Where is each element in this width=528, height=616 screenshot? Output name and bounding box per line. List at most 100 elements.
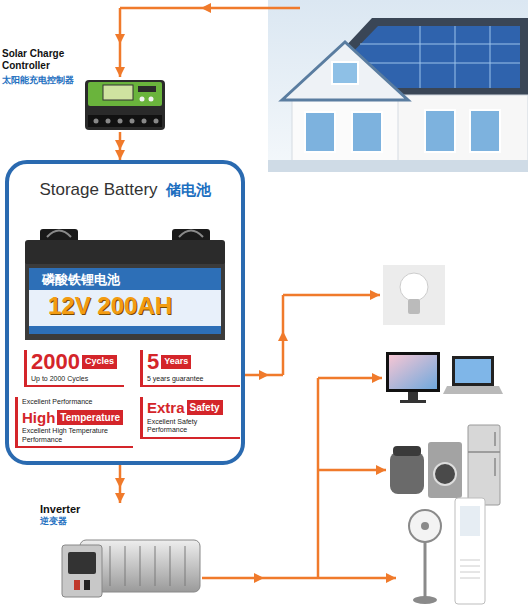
controller-picture — [142, 119, 147, 124]
panel-title-cn: 储电池 — [166, 181, 211, 200]
device-label-cn: 逆变器 — [40, 516, 206, 528]
wire — [317, 378, 320, 578]
bulb-picture — [383, 265, 445, 325]
battery-picture — [29, 268, 221, 290]
fan-ac-picture — [460, 506, 480, 536]
badge-caption: Excellent Performance — [22, 398, 130, 406]
inverter-picture — [74, 580, 80, 590]
battery-picture — [25, 240, 225, 266]
house-picture — [470, 110, 500, 152]
kitchen-picture — [468, 432, 500, 476]
badge-figure: 2000 — [31, 351, 80, 373]
flow-arrow — [119, 132, 122, 160]
tv-laptop-picture — [443, 386, 503, 394]
tv-laptop-picture — [455, 359, 491, 383]
house-picture — [305, 112, 335, 152]
controller-picture — [149, 97, 154, 102]
inverter: Inverter逆变器 — [36, 503, 206, 603]
battery-picture — [25, 229, 225, 340]
fan-ac-picture — [413, 596, 437, 604]
battery-picture — [29, 290, 221, 326]
kitchen-picture — [468, 425, 500, 505]
controller-picture — [85, 80, 165, 130]
controller-picture — [88, 82, 162, 106]
badge-figure: 5 — [147, 351, 159, 373]
fan-ac-picture — [424, 542, 427, 598]
wire — [202, 577, 318, 580]
house-picture — [425, 110, 455, 152]
badge-figure: High — [22, 410, 55, 425]
house-picture — [292, 100, 398, 170]
controller-picture — [118, 119, 123, 124]
inverter-picture — [62, 540, 200, 597]
badge-tag: Years — [161, 355, 191, 369]
tv-laptop-picture — [386, 352, 440, 392]
fan-ac-picture — [460, 560, 480, 578]
house-picture — [332, 62, 358, 84]
controller-picture — [138, 86, 156, 92]
wire — [318, 577, 396, 580]
wire — [119, 8, 122, 77]
house-picture — [268, 0, 528, 172]
inverter-picture — [110, 546, 185, 586]
battery-type-label: 磷酸铁锂电池 — [42, 271, 120, 289]
house-picture — [352, 112, 382, 152]
controller-picture — [103, 85, 133, 100]
feature-badge: Excellent PerformanceHighTemperatureExce… — [15, 397, 133, 448]
wire — [120, 7, 300, 10]
feature-badge: ExtraSafetyExcellent Safety Performance — [140, 397, 240, 439]
battery-picture — [25, 264, 225, 340]
badge-tag: Safety — [187, 400, 223, 415]
battery-picture — [29, 326, 221, 334]
wire — [318, 377, 382, 380]
fan-ac-picture — [455, 498, 485, 604]
bulb-picture — [408, 299, 420, 314]
kitchen-picture — [434, 463, 456, 485]
inverter-picture — [84, 580, 90, 590]
wire — [245, 374, 283, 377]
wire — [318, 469, 386, 472]
device-label-cn: 太阳能充电控制器 — [2, 74, 170, 87]
wire — [283, 294, 380, 297]
battery-picture — [47, 231, 203, 238]
badge-caption: 5 years guarantee — [147, 375, 237, 383]
fan-ac-picture — [409, 498, 485, 604]
kitchen-picture — [393, 446, 421, 456]
feature-badge: 2000Cycles Up to 2000 Cycles — [24, 350, 124, 387]
controller-picture — [140, 97, 145, 102]
panel-title: Storage Battery — [39, 180, 157, 200]
tv-laptop-picture — [408, 392, 418, 400]
charge-controller: Solar Charge Controller 太阳能充电控制器 — [0, 46, 170, 132]
badge-tag: Temperature — [57, 410, 123, 425]
device-label: Inverter — [40, 503, 206, 516]
house-picture — [268, 0, 528, 172]
controller-picture — [94, 119, 99, 124]
flow-arrow — [119, 465, 122, 503]
house-picture — [268, 160, 528, 172]
controller-picture — [130, 119, 135, 124]
kitchen-picture — [428, 442, 462, 498]
badge-figure: Extra — [147, 400, 185, 415]
controller-picture — [106, 119, 111, 124]
house-picture — [282, 42, 408, 100]
tv-laptop-picture — [452, 356, 494, 386]
inverter-picture — [68, 552, 96, 574]
bulb-picture — [400, 273, 428, 301]
controller-picture — [154, 119, 159, 124]
kitchen-picture — [390, 452, 424, 494]
inverter-picture — [62, 545, 102, 597]
tv-laptop-picture — [386, 352, 503, 403]
bulb-picture — [383, 265, 445, 325]
tv-laptop-picture — [389, 355, 437, 389]
device-label: Solar Charge Controller — [2, 48, 68, 71]
fan-ac-picture — [409, 510, 441, 542]
feature-badge: 5Years 5 years guarantee — [140, 350, 240, 387]
badge-caption: Up to 2000 Cycles — [31, 375, 121, 383]
badge-tag: Cycles — [82, 355, 117, 369]
fan-ac-picture — [421, 522, 429, 530]
wire — [282, 295, 285, 375]
controller-picture — [85, 80, 165, 130]
battery-rating-label: 12V 200AH — [48, 292, 172, 320]
badge-caption: Excellent Safety Performance — [147, 418, 237, 435]
